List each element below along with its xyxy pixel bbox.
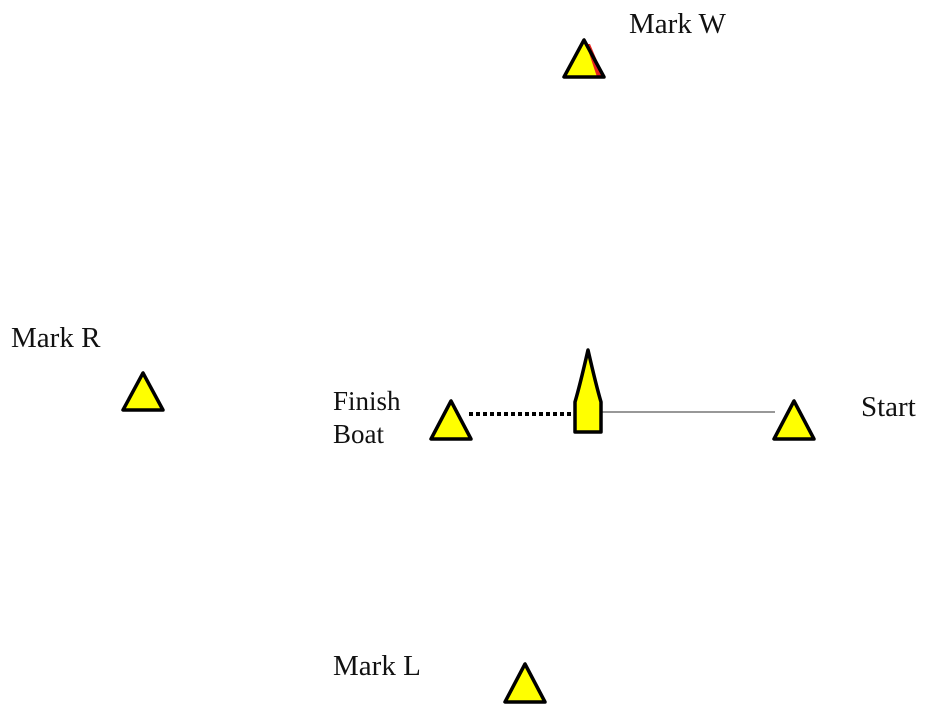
mark-l-icon [503,662,547,704]
committee-boat-icon [573,348,603,434]
start-label: Start [861,391,916,423]
finish-label-line2: Boat [333,419,384,449]
start-mark-icon [772,399,816,441]
mark-w-icon [562,38,606,79]
finish-mark-icon [429,399,473,441]
mark-l-label: Mark L [333,650,421,682]
finish-label-line1: Finish [333,386,401,416]
mark-r-icon [121,371,165,412]
finish-boat-label: Finish Boat [333,385,401,451]
mark-w-label: Mark W [629,8,726,40]
mark-r-label: Mark R [11,322,101,354]
